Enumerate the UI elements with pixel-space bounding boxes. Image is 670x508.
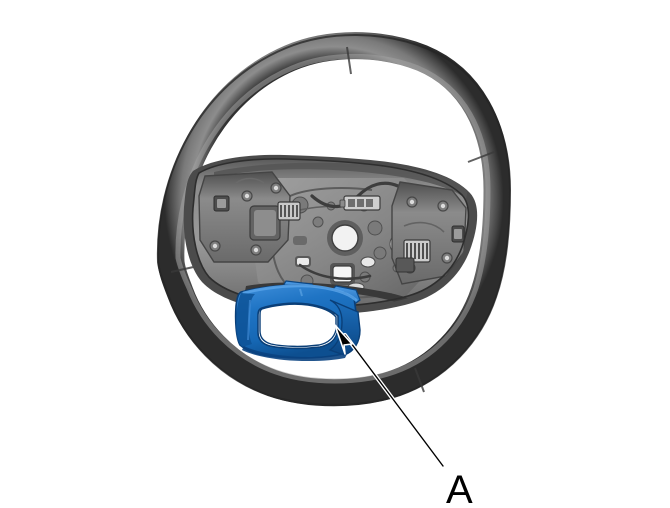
callout-leader-a bbox=[334, 324, 445, 468]
steering-wheel-rim bbox=[156, 32, 512, 407]
lower-trim-bracket bbox=[234, 280, 361, 362]
callout-label-a: A bbox=[446, 468, 473, 508]
steering-wheel-armature-hub bbox=[183, 154, 478, 315]
left-flex-connector bbox=[277, 201, 301, 221]
flex-connector-ribbon bbox=[395, 239, 431, 273]
arrowhead-icon bbox=[334, 324, 353, 355]
rim-seam-bottom-right bbox=[414, 367, 425, 393]
leader-line bbox=[344, 334, 444, 467]
rim-seam-right bbox=[467, 151, 495, 163]
left-spoke-switch-frame bbox=[198, 171, 291, 263]
rim-seam-top bbox=[346, 46, 352, 75]
top-connector-block bbox=[339, 195, 381, 211]
